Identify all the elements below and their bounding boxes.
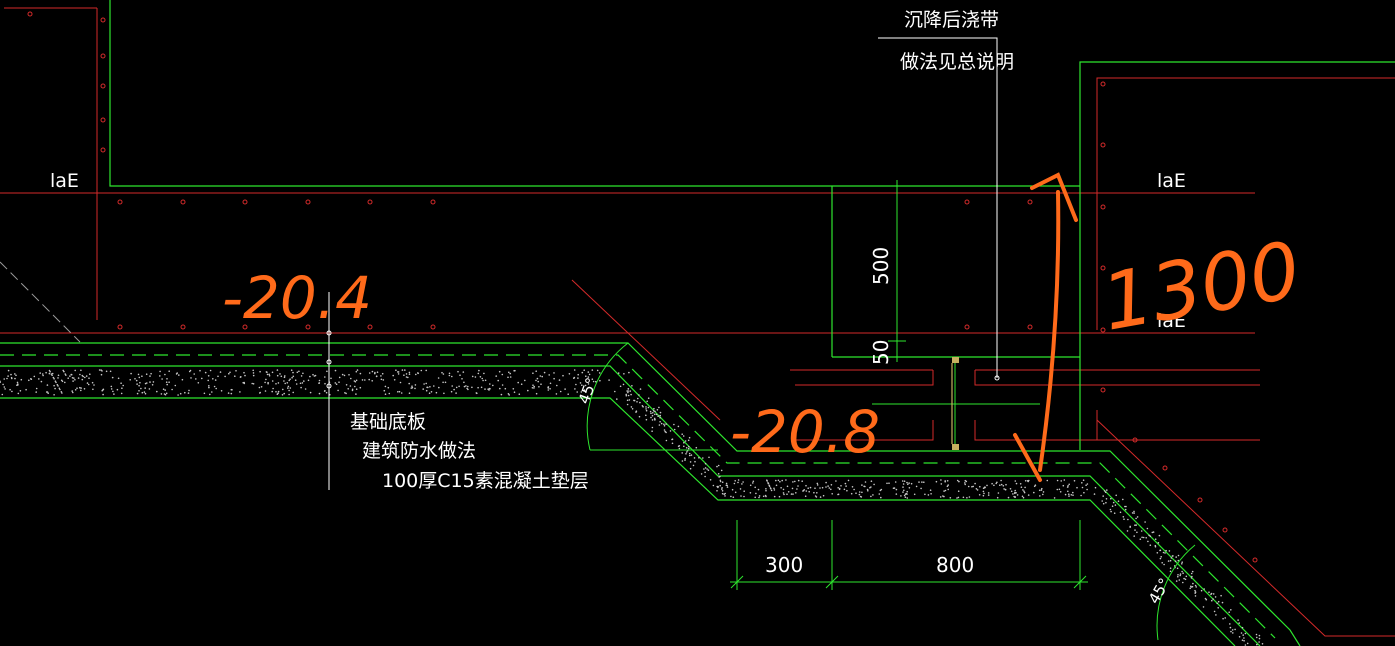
cushion-speckle (0, 369, 1264, 646)
lae-label-right-top: laE (1157, 170, 1186, 192)
rebar-lines (0, 7, 1395, 637)
section-cut-line (0, 261, 81, 343)
handwritten-elevation-left: -20.4 (222, 264, 372, 332)
leader-dot (994, 375, 1000, 381)
rebar-dots (27, 11, 1258, 563)
waterproofing-label: 建筑防水做法 (362, 440, 476, 462)
handwritten-elevation-mid: -20.8 (730, 398, 880, 466)
cushion-layer-label: 100厚C15素混凝土垫层 (382, 470, 589, 492)
leader-dot (326, 383, 332, 389)
slab-name-label: 基础底板 (350, 411, 426, 433)
angle-45-left: 45° (575, 375, 601, 406)
waterproof-dash-line (0, 354, 1276, 639)
leader-dot (326, 359, 332, 365)
band-marker-bottom (952, 444, 959, 450)
dim-50: 50 (869, 340, 893, 365)
handwritten-arrow (1013, 172, 1078, 482)
dimension-lines (586, 180, 1196, 641)
lae-label-left: laE (50, 170, 79, 192)
dim-300: 300 (765, 553, 803, 577)
dim-800: 800 (936, 553, 974, 577)
post-pour-band-label: 沉降后浇带 (904, 9, 999, 31)
dim-500: 500 (869, 247, 893, 285)
lae-label-right-mid: laE (1157, 310, 1186, 332)
leader-dot (326, 330, 332, 336)
see-notes-label: 做法见总说明 (900, 51, 1014, 73)
band-marker-top (952, 357, 959, 363)
leader-lines (328, 37, 998, 490)
handwritten-height-total: 1300 (1096, 226, 1307, 349)
